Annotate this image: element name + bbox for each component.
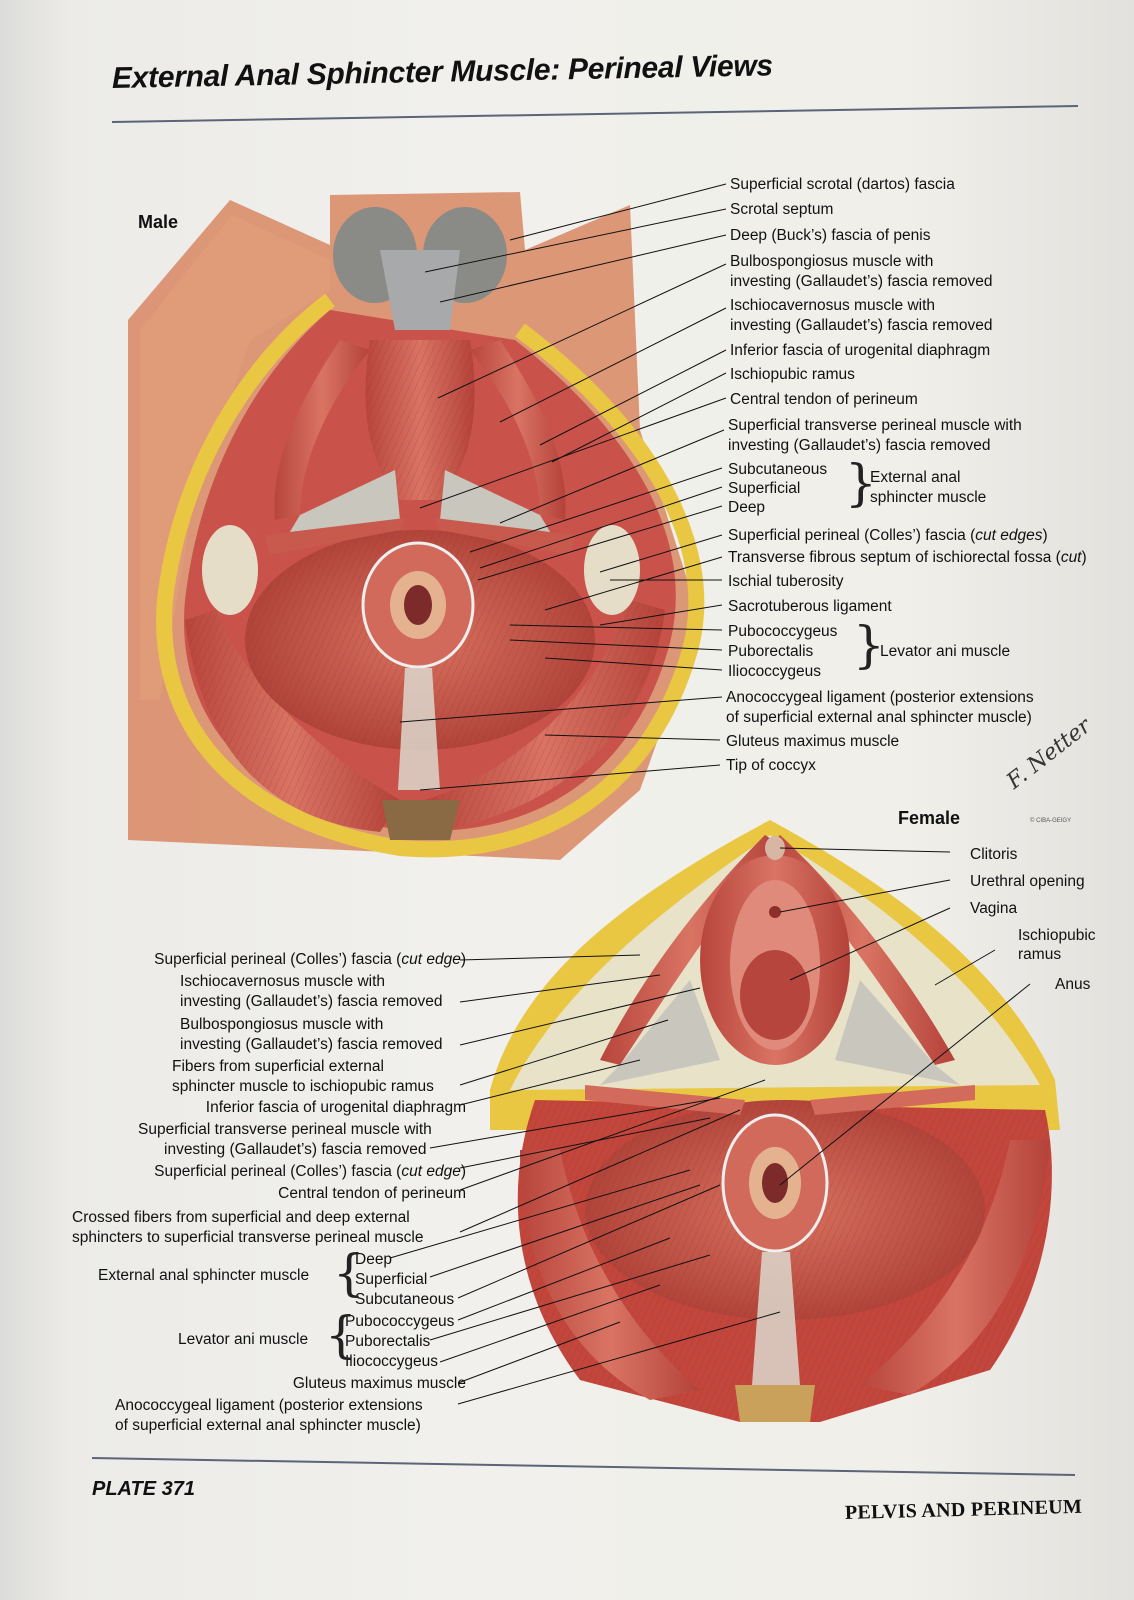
female-anococcygeal-ligament bbox=[752, 1252, 800, 1385]
label-ischiocavernosus-female-1: Ischiocavernosus muscle with bbox=[180, 973, 386, 990]
female-illustration bbox=[490, 820, 1060, 1422]
label-puborectalis: Puborectalis bbox=[728, 643, 814, 660]
label-gluteus-maximus-female: Gluteus maximus muscle bbox=[292, 1375, 466, 1392]
label-iliococcygeus-female: Iliococcygeus bbox=[345, 1353, 439, 1370]
label-colles-fascia-male: Superficial perineal (Colles’) fascia (c… bbox=[728, 527, 1048, 544]
label-ischiopubic-ramus: Ischiopubic ramus bbox=[730, 366, 855, 383]
label-sphincter-deep-female: Deep bbox=[355, 1251, 393, 1268]
label-crossed-fibers-2: sphincters to superficial transverse per… bbox=[72, 1229, 424, 1246]
label-transverse-fibrous-septum: Transverse fibrous septum of ischiorecta… bbox=[728, 549, 1087, 566]
label-transverse-perineal-female-2: investing (Gallaudet’s) fascia removed bbox=[164, 1141, 427, 1158]
label-iliococcygeus: Iliococcygeus bbox=[728, 663, 822, 680]
male-ischial-tuberosity-left bbox=[202, 525, 258, 615]
male-fat-rim bbox=[156, 293, 705, 858]
label-crossed-fibers-1: Crossed fibers from superficial and deep… bbox=[72, 1209, 410, 1226]
copyright-mark: © CIBA-GEIGY bbox=[1030, 818, 1072, 824]
female-transverse-perineal-right bbox=[810, 1085, 975, 1115]
label-levator-ani: Levator ani muscle bbox=[880, 643, 1011, 660]
female-urogenital-diaphragm-right bbox=[835, 980, 960, 1085]
female-gluteus-left bbox=[520, 1150, 700, 1400]
label-sphincter-subcutaneous-female: Subcutaneous bbox=[355, 1291, 455, 1308]
label-central-tendon: Central tendon of perineum bbox=[730, 391, 918, 408]
female-transverse-perineal-left bbox=[585, 1085, 745, 1115]
female-urogenital-diaphragm-left bbox=[600, 980, 720, 1085]
label-gluteus-maximus: Gluteus maximus muscle bbox=[726, 733, 900, 750]
label-anococcygeal-1: Anococcygeal ligament (posterior extensi… bbox=[726, 689, 1034, 706]
male-ischial-tuberosity-right bbox=[584, 525, 640, 615]
male-leader-lines bbox=[399, 183, 727, 791]
label-sacrotuberous-ligament: Sacrotuberous ligament bbox=[728, 598, 892, 615]
label-pubococcygeus: Pubococcygeus bbox=[728, 623, 838, 640]
label-external-anal: External anal bbox=[870, 469, 961, 486]
label-levator-ani-female: Levator ani muscle bbox=[178, 1331, 309, 1348]
brace-icon: { bbox=[333, 1244, 365, 1302]
female-view-title: Female bbox=[898, 808, 961, 828]
brace-icon: { bbox=[325, 1306, 357, 1364]
label-transverse-perineal-female-1: Superficial transverse perineal muscle w… bbox=[138, 1121, 432, 1138]
label-colles-fascia-female-2: Superficial perineal (Colles’) fascia (c… bbox=[154, 1163, 466, 1180]
label-superficial-scrotal-fascia: Superficial scrotal (dartos) fascia bbox=[730, 176, 955, 193]
male-transverse-perineal-left bbox=[265, 518, 405, 555]
label-ischiocavernosus-2: investing (Gallaudet’s) fascia removed bbox=[730, 317, 993, 334]
label-colles-fascia-female-1: Superficial perineal (Colles’) fascia (c… bbox=[154, 951, 466, 968]
label-bulbospongiosus-1: Bulbospongiosus muscle with bbox=[730, 253, 934, 270]
male-illustration bbox=[128, 192, 705, 860]
label-superficial-transverse-perineal-2: investing (Gallaudet’s) fascia removed bbox=[728, 437, 991, 454]
female-anus bbox=[762, 1163, 788, 1203]
label-ischiopubic-1: Ischiopubic bbox=[1018, 927, 1096, 944]
male-ischiocavernosus-right bbox=[470, 340, 566, 520]
female-gluteus-right bbox=[860, 1140, 1050, 1395]
label-sphincter-superficial-female: Superficial bbox=[355, 1271, 428, 1288]
label-ischiopubic-2: ramus bbox=[1018, 946, 1062, 963]
plate-number: PLATE 371 bbox=[92, 1478, 195, 1500]
label-tip-of-coccyx: Tip of coccyx bbox=[726, 757, 816, 774]
label-central-tendon-female: Central tendon of perineum bbox=[278, 1185, 466, 1202]
label-pubococcygeus-female: Pubococcygeus bbox=[345, 1313, 455, 1330]
label-deep-bucks-fascia: Deep (Buck’s) fascia of penis bbox=[730, 227, 931, 244]
label-anus: Anus bbox=[1055, 976, 1091, 993]
label-ischiocavernosus-1: Ischiocavernosus muscle with bbox=[730, 297, 936, 314]
label-anococcygeal-female-1: Anococcygeal ligament (posterior extensi… bbox=[115, 1397, 423, 1414]
label-urethral-opening: Urethral opening bbox=[970, 873, 1085, 890]
label-sphincter-superficial: Superficial bbox=[728, 480, 801, 497]
label-inferior-fascia-urogenital: Inferior fascia of urogenital diaphragm bbox=[730, 342, 991, 359]
male-anus bbox=[404, 585, 432, 625]
label-superficial-transverse-perineal-1: Superficial transverse perineal muscle w… bbox=[728, 417, 1022, 434]
female-leader-lines bbox=[389, 847, 1031, 1405]
label-anococcygeal-female-2: of superficial external anal sphincter m… bbox=[115, 1417, 421, 1434]
label-vagina: Vagina bbox=[970, 900, 1018, 917]
label-ischial-tuberosity: Ischial tuberosity bbox=[728, 573, 844, 590]
female-urethral-opening bbox=[769, 906, 781, 918]
label-sphincter-deep: Deep bbox=[728, 499, 766, 516]
footer-rule bbox=[91, 1457, 1076, 1476]
label-scrotal-septum: Scrotal septum bbox=[730, 201, 834, 218]
male-view-title: Male bbox=[138, 212, 179, 232]
male-ischiocavernosus-left bbox=[274, 340, 370, 520]
header-rule bbox=[111, 105, 1079, 123]
label-bulbospongiosus-female-2: investing (Gallaudet’s) fascia removed bbox=[180, 1036, 443, 1053]
male-coccyx-tip bbox=[382, 800, 460, 840]
label-sphincter-muscle: sphincter muscle bbox=[870, 489, 987, 506]
label-sphincter-subcutaneous: Subcutaneous bbox=[728, 461, 828, 478]
label-external-anal-sphincter-female: External anal sphincter muscle bbox=[98, 1267, 310, 1284]
female-coccyx bbox=[735, 1385, 815, 1422]
label-fibers-superficial-1: Fibers from superficial external bbox=[172, 1058, 384, 1075]
brace-icon: } bbox=[853, 616, 885, 674]
brace-icon: } bbox=[845, 454, 877, 512]
label-ischiocavernosus-female-2: investing (Gallaudet’s) fascia removed bbox=[180, 993, 443, 1010]
male-anococcygeal-ligament bbox=[398, 668, 440, 790]
label-bulbospongiosus-2: investing (Gallaudet’s) fascia removed bbox=[730, 273, 993, 290]
label-inferior-fascia-female: Inferior fascia of urogenital diaphragm bbox=[205, 1099, 466, 1116]
male-transverse-perineal-right bbox=[435, 518, 575, 555]
label-puborectalis-female: Puborectalis bbox=[345, 1333, 431, 1350]
female-clitoris bbox=[765, 836, 785, 860]
label-bulbospongiosus-female-1: Bulbospongiosus muscle with bbox=[180, 1016, 384, 1033]
label-clitoris: Clitoris bbox=[970, 846, 1018, 863]
label-fibers-superficial-2: sphincter muscle to ischiopubic ramus bbox=[172, 1078, 434, 1095]
label-anococcygeal-2: of superficial external anal sphincter m… bbox=[726, 709, 1032, 726]
